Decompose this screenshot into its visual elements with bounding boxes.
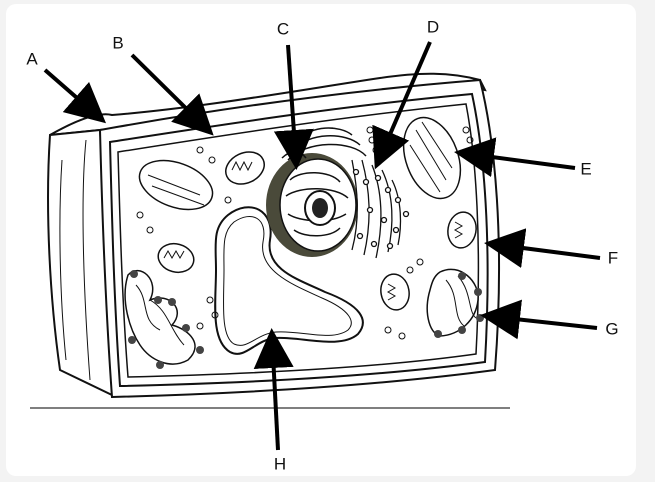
- label-e: E: [580, 159, 591, 178]
- pointer-arrows: [43, 41, 601, 451]
- chloroplast: [138, 116, 462, 211]
- arrow-c: [273, 44, 314, 170]
- label-f: F: [608, 248, 618, 267]
- arrow-e: [454, 137, 576, 178]
- label-d: D: [427, 17, 439, 36]
- arrow-d: [372, 41, 432, 170]
- arrow-a: [43, 68, 107, 124]
- arrow-g: [480, 299, 598, 340]
- label-a: A: [26, 49, 38, 68]
- golgi-body: [124, 268, 484, 369]
- label-c: C: [277, 19, 289, 38]
- central-vacuole: [214, 206, 364, 355]
- nucleus: [266, 153, 358, 257]
- label-b: B: [112, 33, 123, 52]
- arrow-f: [484, 228, 601, 268]
- mitochondrion: [157, 151, 477, 311]
- endoplasmic-reticulum: [351, 159, 410, 259]
- arrow-h: [253, 328, 294, 451]
- arrow-b: [130, 53, 214, 136]
- label-h: H: [274, 454, 286, 473]
- label-g: G: [605, 319, 618, 338]
